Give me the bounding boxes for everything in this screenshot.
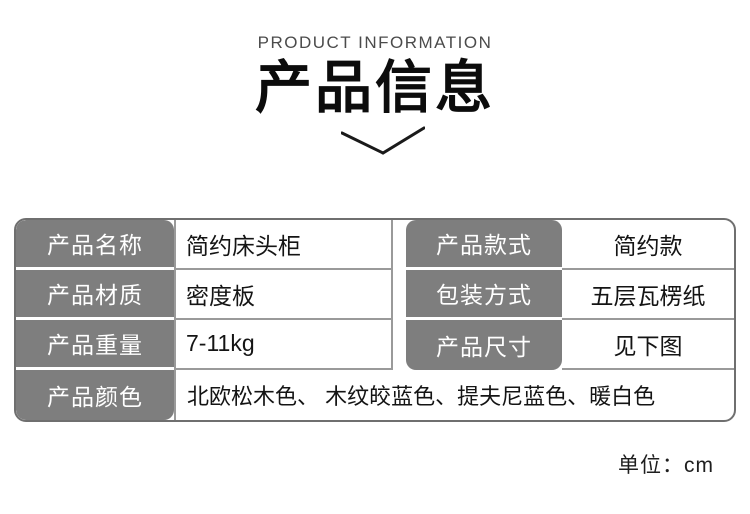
spec-value-name: 简约床头柜 xyxy=(174,219,393,270)
spec-label-weight: 产品重量 xyxy=(16,319,174,370)
spec-label-name: 产品名称 xyxy=(16,219,174,270)
column-gap xyxy=(393,220,406,270)
spec-label-style: 产品款式 xyxy=(406,219,562,270)
chevron-down-icon xyxy=(0,126,750,156)
table-row: 产品重量 7-11kg 产品尺寸 见下图 xyxy=(16,319,734,370)
table-row: 产品颜色 北欧松木色、 木纹皎蓝色、提夫尼蓝色、暖白色 xyxy=(16,369,734,420)
column-gap xyxy=(393,270,406,320)
spec-value-material: 密度板 xyxy=(174,269,393,320)
page-title: 产品信息 xyxy=(255,56,495,120)
table-row: 产品名称 简约床头柜 产品款式 简约款 xyxy=(16,219,734,270)
spec-table: 产品名称 简约床头柜 产品款式 简约款 产品材质 密度板 包装方式 五层瓦楞纸 … xyxy=(14,217,736,422)
table-row: 产品材质 密度板 包装方式 五层瓦楞纸 xyxy=(16,269,734,320)
section-eyebrow: PRODUCT INFORMATION xyxy=(257,33,493,52)
spec-label-color: 产品颜色 xyxy=(16,369,174,420)
spec-value-packaging: 五层瓦楞纸 xyxy=(562,270,734,320)
unit-note: 单位：cm xyxy=(618,453,714,477)
product-info-section: PRODUCT INFORMATION 产品信息 产品名称 简约床头柜 产品款式… xyxy=(0,0,750,477)
section-header: PRODUCT INFORMATION 产品信息 xyxy=(0,0,750,156)
spec-label-material: 产品材质 xyxy=(16,269,174,320)
spec-value-size: 见下图 xyxy=(562,320,734,370)
spec-value-color: 北欧松木色、 木纹皎蓝色、提夫尼蓝色、暖白色 xyxy=(174,369,734,420)
column-gap xyxy=(393,320,406,370)
spec-value-style: 简约款 xyxy=(562,220,734,270)
spec-label-packaging: 包装方式 xyxy=(406,269,562,320)
spec-value-weight: 7-11kg xyxy=(174,319,393,370)
spec-label-size: 产品尺寸 xyxy=(406,319,562,370)
